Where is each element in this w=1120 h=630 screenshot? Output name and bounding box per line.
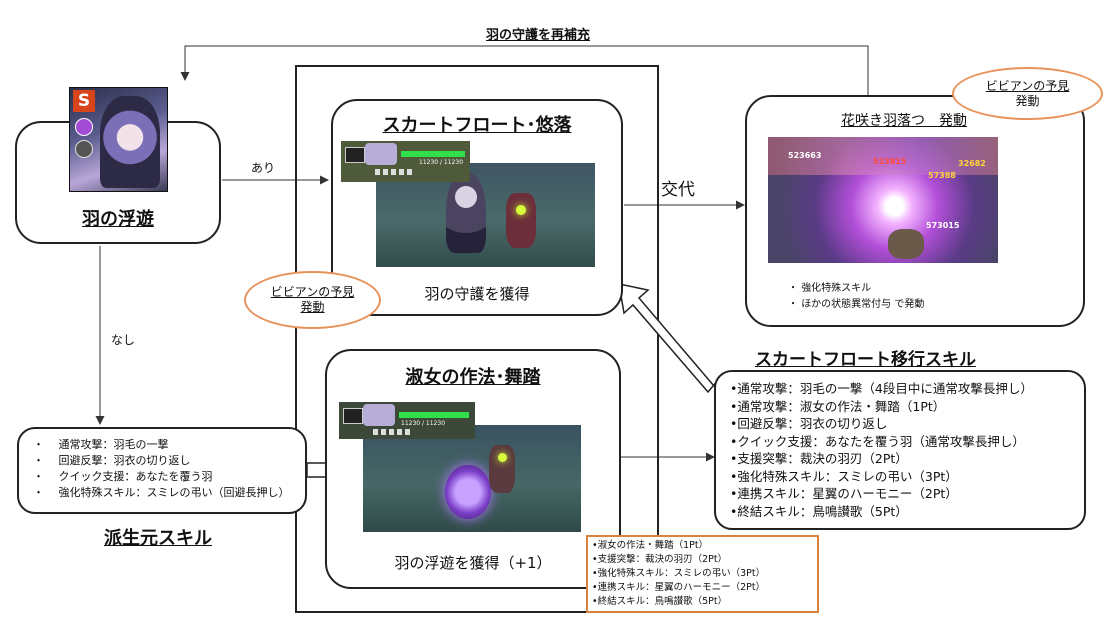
pt-cost-box [586,535,819,613]
transition-skill-item: •クイック支援：あなたを覆う羽（通常攻撃長押し） [730,433,1025,449]
hp-readout: 11230 / 11230 [401,420,446,427]
nashi-label: なし [111,333,136,347]
diagonal-block-arrow [618,283,719,394]
lady-manners-hud: 11230 / 11230 [339,402,475,439]
pt-cost-item: •支援突撃：裁決の羽刃（2Pt） [592,554,728,565]
origin-skill-item: ・ 回避反撃：羽衣の切り返し [33,454,191,467]
transition-skill-item: •回避反撃：羽衣の切り返し [730,416,888,431]
flower-feather-conditions: ・ 強化特殊スキル ・ ほかの状態異常付与 で発動 [788,281,924,313]
pt-cost-item: •淑女の作法・舞踏（1Pt） [592,540,709,551]
skirt-float-title: スカートフロート･悠落 [382,115,572,136]
damage-number: 573015 [926,221,960,230]
pt-cost-item: •強化特殊スキル：スミレの弔い（3Pt） [592,568,766,579]
float-caption: 羽の浮遊を獲得（+1） [394,554,552,572]
koutai-label: 交代 [661,180,695,200]
origin-skills-title: 派生元スキル [104,528,212,549]
lady-manners-screenshot [363,425,581,532]
damage-number: 57388 [928,171,956,180]
vivian-foresight-bubble-top: ビビアンの予見 発動 [952,67,1103,120]
refill-arrow [180,45,869,95]
transition-skill-item: •強化特殊スキル：スミレの弔い（3Pt） [730,468,958,484]
damage-number: 523663 [788,151,822,160]
vivian-foresight-bubble-center: ビビアンの予見 発動 [244,271,381,329]
transition-skill-item: •通常攻撃：羽毛の一撃（4段目中に通常攻撃長押し） [730,381,1033,396]
origin-skills-box [17,427,307,514]
condition-item: ・ ほかの状態異常付与 で発動 [788,299,925,310]
ari-label: あり [251,161,276,175]
origin-skill-item: ・ クイック支援：あなたを覆う羽 [33,470,213,483]
feather-float-title: 羽の浮遊 [82,209,154,230]
flower-feather-screenshot: 523663 523815 57388 573015 32682 [768,137,998,263]
transition-skill-item: •支援突撃：裁決の羽刃（2Pt） [730,451,908,466]
origin-skill-item: ・ 強化特殊スキル：スミレの弔い（回避長押し） [33,486,290,499]
character-avatar: S [69,87,168,192]
transition-skill-item: •通常攻撃：淑女の作法・舞踏（1Pt） [730,398,946,414]
transition-skills-title: スカートフロート移行スキル [755,350,976,370]
skirt-float-hud: 11230 / 11230 [341,141,470,182]
pt-cost-item: •終結スキル：鳥鳴讃歌（5Pt） [592,596,728,607]
flower-feather-title: 花咲き羽落つ 発動 [841,113,967,129]
origin-skills-list: ・ 通常攻撃：羽毛の一撃 ・ 回避反撃：羽衣の切り返し ・ クイック支援：あなた… [33,437,290,501]
damage-number: 32682 [958,159,986,168]
transition-skills-list: •通常攻撃：羽毛の一撃（4段目中に通常攻撃長押し） •通常攻撃：淑女の作法・舞踏… [730,380,1033,520]
skirt-float-screenshot [376,163,595,267]
character-portrait [100,96,160,188]
condition-item: ・ 強化特殊スキル [788,283,872,294]
rank-badge: S [73,90,95,112]
transition-skills-box [714,370,1086,530]
pt-cost-item: •連携スキル：星翼のハーモニー（2Pt） [592,582,766,593]
guard-caption: 羽の守護を獲得 [424,285,530,303]
lady-manners-title: 淑女の作法･舞踏 [405,367,541,388]
transition-skill-item: •連携スキル：星翼のハーモニー（2Pt） [730,486,958,501]
center-frame [295,65,659,613]
element-icon [75,118,93,136]
refill-label: 羽の守護を再補充 [486,28,591,43]
hp-readout: 11230 / 11230 [419,159,464,166]
role-icon [75,140,93,158]
transition-skill-item: •終結スキル：鳥鳴讃歌（5Pt） [730,503,908,519]
origin-skill-item: ・ 通常攻撃：羽毛の一撃 [33,438,169,451]
damage-number: 523815 [873,157,907,166]
pt-cost-list: •淑女の作法・舞踏（1Pt） •支援突撃：裁決の羽刃（2Pt） •強化特殊スキル… [592,539,765,609]
